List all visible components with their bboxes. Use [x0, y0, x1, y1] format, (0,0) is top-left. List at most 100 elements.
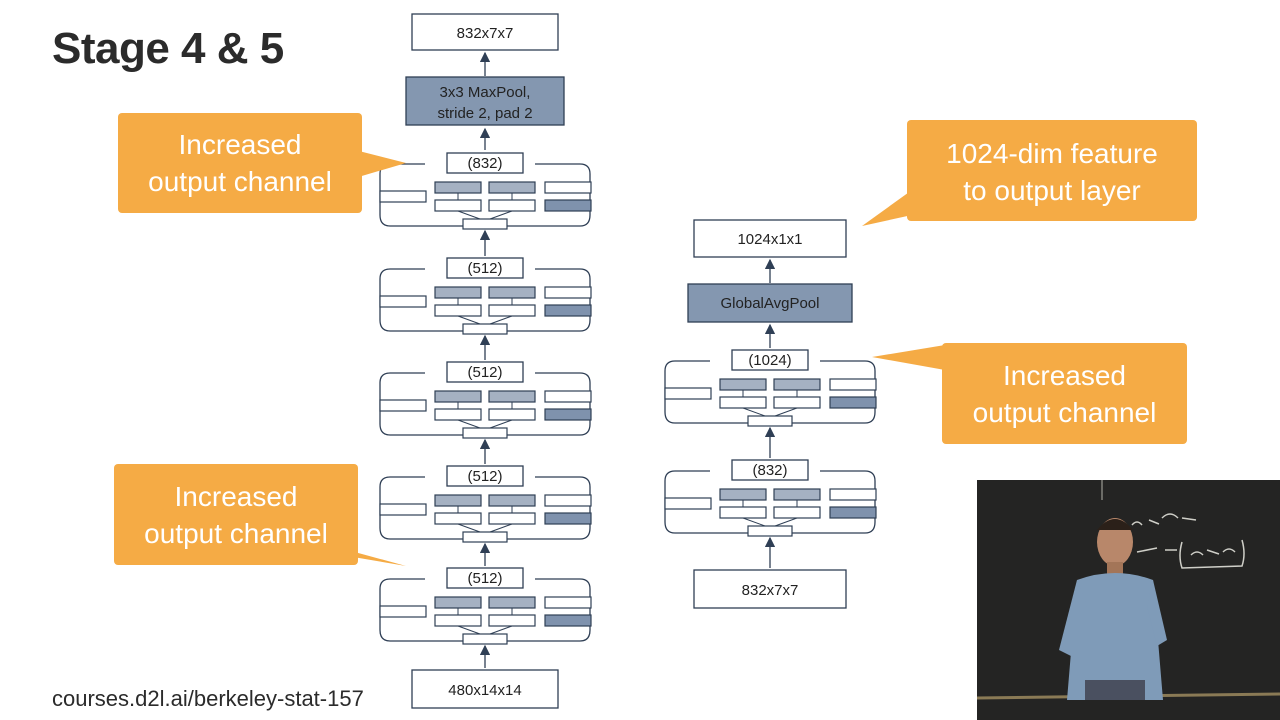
right-inception-0-conv-e: [829, 396, 877, 409]
left-inception-1-frame-right: [507, 268, 591, 332]
left-inception-3-conv-d: [488, 512, 536, 525]
left-inception-0-input-box: [462, 218, 508, 230]
right-output-box: [693, 219, 847, 258]
left-inception-1-conv-a: [434, 286, 482, 299]
left-inception-1-input-box: [462, 323, 508, 335]
left-inception-1: (512): [379, 257, 592, 335]
left-inception-4-conv-d: [488, 614, 536, 627]
callout-pointer-mid-right: [872, 345, 945, 370]
left-input-label: 480x14x14: [448, 682, 521, 699]
left-inception-0-conv-e: [544, 199, 592, 212]
left-inception-1-pool-path: [544, 286, 592, 299]
callout-bottom-left-line1: Increased: [174, 481, 298, 512]
footer-url: courses.d2l.ai/berkeley-stat-157: [52, 686, 364, 711]
callout-mid-right-line1: Increased: [1003, 360, 1126, 391]
left-inception-2: (512): [379, 361, 592, 439]
presenter-video-inset: [977, 480, 1280, 720]
left-inception-4-conv1x1: [379, 605, 427, 618]
right-inception-1-concat-box: [731, 459, 809, 481]
left-inception-4-frame-right: [507, 578, 591, 642]
right-inception-1-conv-b: [773, 488, 821, 501]
left-inception-3-frame-right: [507, 476, 591, 540]
right-inception-1-frame-right: [792, 470, 876, 534]
right-inception-0-concat-box: [731, 349, 809, 371]
left-inception-4-channel-label: (512): [467, 570, 502, 587]
right-inception-1-channel-label: (832): [752, 462, 787, 479]
left-inception-0-link-c: [457, 210, 481, 220]
right-inception-0-conv1x1: [664, 387, 712, 400]
left-inception-0-channel-label: (832): [467, 155, 502, 172]
left-inception-3-link-d: [489, 523, 513, 533]
slide-title: Stage 4 & 5: [52, 24, 284, 73]
left-inception-3-concat-box: [446, 465, 524, 487]
left-inception-0-conv1x1: [379, 190, 427, 203]
callout-top-left-line1: Increased: [178, 129, 302, 160]
callout-mid-right-line2: output channel: [972, 397, 1157, 428]
left-inception-0: (832): [379, 152, 592, 230]
right-inception-0-link-d: [774, 407, 798, 417]
left-input-box: [411, 669, 559, 709]
left-inception-2-channel-label: (512): [467, 364, 502, 381]
callout-bottom-left: Increased output channel: [114, 464, 358, 565]
left-inception-2-input-box: [462, 427, 508, 439]
right-inception-1-pool-path: [829, 488, 877, 501]
left-inception-0-concat-box: [446, 152, 524, 174]
right-inception-1-link-c: [742, 517, 766, 527]
left-inception-4-link-d: [489, 625, 513, 635]
left-inception-2-pool-path: [544, 390, 592, 403]
left-inception-4-input-box: [462, 633, 508, 645]
left-inception-2-conv-e: [544, 408, 592, 421]
left-inception-3-link-c: [457, 523, 481, 533]
callout-top-left: Increased output channel: [118, 113, 362, 213]
right-inception-0-pool-path: [829, 378, 877, 391]
left-inception-1-link-c: [457, 315, 481, 325]
left-inception-3-pool-path: [544, 494, 592, 507]
left-inception-2-concat-box: [446, 361, 524, 383]
left-inception-3-conv-b: [488, 494, 536, 507]
left-inception-2-conv-a: [434, 390, 482, 403]
right-inception-1-input-box: [747, 525, 793, 537]
right-inception-0: (1024): [664, 349, 877, 427]
right-inception-1: (832): [664, 459, 877, 537]
left-inception-0-frame-right: [507, 163, 591, 227]
right-inception-1-conv-c: [719, 506, 767, 519]
callout-pointer-top-right: [862, 190, 912, 226]
left-inception-4-conv-c: [434, 614, 482, 627]
left-inception-4: (512): [379, 567, 592, 645]
right-inception-0-link-c: [742, 407, 766, 417]
left-inception-0-conv-d: [488, 199, 536, 212]
right-inception-0-conv-b: [773, 378, 821, 391]
callout-top-right-line1: 1024-dim feature: [946, 138, 1158, 169]
left-output-label: 832x7x7: [457, 25, 514, 42]
left-inception-3-conv1x1: [379, 503, 427, 516]
left-inception-3-conv-a: [434, 494, 482, 507]
left-output-box: [411, 13, 559, 51]
left-inception-0-conv-a: [434, 181, 482, 194]
right-inception-0-channel-label: (1024): [748, 352, 791, 369]
right-inception-1-conv-a: [719, 488, 767, 501]
callout-pointer-top-left: [355, 150, 406, 178]
left-inception-0-conv-b: [488, 181, 536, 194]
left-inception-1-conv-e: [544, 304, 592, 317]
left-inception-3-conv-c: [434, 512, 482, 525]
right-inception-0-input-box: [747, 415, 793, 427]
callout-top-right-line2: to output layer: [963, 175, 1141, 206]
globalavgpool-label: GlobalAvgPool: [721, 295, 820, 312]
right-inception-0-conv-a: [719, 378, 767, 391]
right-inception-1-conv1x1: [664, 497, 712, 510]
left-inception-2-conv-d: [488, 408, 536, 421]
left-inception-3: (512): [379, 465, 592, 543]
right-inception-0-frame-right: [792, 360, 876, 424]
right-inception-1-conv-d: [773, 506, 821, 519]
right-output-label: 1024x1x1: [737, 231, 802, 248]
left-inception-4-conv-e: [544, 614, 592, 627]
maxpool-label-line1: 3x3 MaxPool,: [440, 84, 531, 101]
left-inception-2-conv-b: [488, 390, 536, 403]
left-inception-1-conv-d: [488, 304, 536, 317]
right-inception-1-conv-e: [829, 506, 877, 519]
left-inception-2-conv1x1: [379, 399, 427, 412]
right-inception-0-conv-c: [719, 396, 767, 409]
right-input-box: [693, 569, 847, 609]
left-inception-1-link-d: [489, 315, 513, 325]
